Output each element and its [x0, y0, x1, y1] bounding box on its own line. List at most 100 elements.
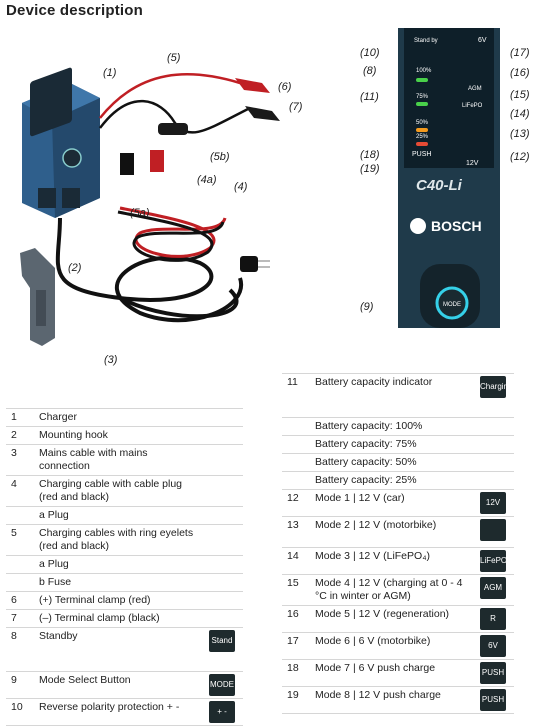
- row-number: 16: [282, 605, 311, 633]
- row-number: 13: [282, 516, 311, 548]
- charger-illustration: [22, 67, 100, 218]
- row-icon-cell: [205, 524, 243, 556]
- row-icon-cell: [476, 516, 514, 548]
- row-number: [282, 471, 311, 490]
- row-description: Battery capacity: 50%: [311, 453, 476, 472]
- ring-cable-black: [99, 99, 251, 134]
- row-number: [282, 453, 311, 472]
- callout-9: (9): [360, 301, 374, 313]
- fuse-illustration: [158, 123, 188, 135]
- callout-11: (11): [360, 91, 379, 103]
- panel-75-label: 75%: [416, 94, 429, 100]
- charging-cable-black: [117, 210, 225, 262]
- row-number: 19: [282, 686, 311, 714]
- row-icon-cell: [476, 435, 514, 454]
- row-description: Mains cable with mains connection: [35, 444, 205, 476]
- mains-plug: [240, 256, 258, 272]
- row-description: Mode 1 | 12 V (car): [311, 489, 476, 517]
- panel-agm-label: AGM: [468, 86, 482, 92]
- charging-cable-red: [119, 206, 227, 258]
- row-description: b Fuse: [35, 573, 205, 592]
- row-icon-cell: PUSH: [476, 659, 514, 687]
- row-icon-cell: LiFePO₄: [476, 547, 514, 575]
- table-row: Battery capacity: 75%: [282, 435, 514, 454]
- table-row: 7(–) Terminal clamp (black): [6, 609, 243, 628]
- row-number: 6: [6, 591, 35, 610]
- row-number: 8: [6, 627, 35, 672]
- row-icon-cell: [476, 417, 514, 436]
- callout-16: (16): [510, 67, 530, 79]
- row-description: Battery capacity indicator: [311, 373, 476, 418]
- row-number: [6, 506, 35, 525]
- table-row: Battery capacity: 25%: [282, 471, 514, 490]
- panel-standby-label: Stand by: [414, 38, 438, 44]
- ring-cable-red: [99, 73, 241, 119]
- row-description: Charger: [35, 408, 205, 427]
- mode-icon: [480, 519, 506, 541]
- row-icon-cell: [205, 475, 243, 507]
- row-icon-cell: MODE: [205, 671, 243, 699]
- panel-50-label: 50%: [416, 120, 429, 126]
- panel-12v-label: 12V: [466, 160, 479, 167]
- row-number: [282, 435, 311, 454]
- row-number: 7: [6, 609, 35, 628]
- row-description: (–) Terminal clamp (black): [35, 609, 205, 628]
- row-description: a Plug: [35, 555, 205, 574]
- control-panel-illustration: Stand by 6V AGM LiFePO 100% 75% 50% 25% …: [398, 28, 500, 328]
- row-description: Mode 2 | 12 V (motorbike): [311, 516, 476, 548]
- row-description: Standby: [35, 627, 205, 672]
- callout-7: (7): [289, 101, 303, 113]
- panel-mode-button-label: MODE: [443, 302, 461, 308]
- row-icon-cell: [205, 506, 243, 525]
- mode-icon: LiFePO₄: [480, 550, 510, 572]
- callout-15: (15): [510, 89, 530, 101]
- mode-icon: Stand by: [209, 630, 235, 667]
- panel-6v-label: 6V: [478, 37, 487, 44]
- callout-19: (19): [360, 163, 380, 175]
- mode-icon: PUSH: [480, 689, 506, 711]
- mode-icon: AGM: [480, 577, 506, 599]
- callout-13: (13): [510, 128, 530, 140]
- callout-5: (5): [167, 52, 181, 64]
- mode-icon: MODE: [209, 674, 235, 696]
- row-icon-cell: [205, 609, 243, 628]
- page-title: Device description: [6, 2, 143, 19]
- panel-product-logo: C40-Li: [416, 177, 463, 194]
- row-number: 11: [282, 373, 311, 418]
- row-icon-cell: AGM: [476, 574, 514, 606]
- row-description: Battery capacity: 100%: [311, 417, 476, 436]
- row-number: 18: [282, 659, 311, 687]
- callout-18: (18): [360, 149, 380, 161]
- row-number: [6, 573, 35, 592]
- row-number: 2: [6, 426, 35, 445]
- table-row: a Plug: [6, 555, 243, 574]
- row-icon-cell: 12V: [476, 489, 514, 517]
- row-description: (+) Terminal clamp (red): [35, 591, 205, 610]
- row-icon-cell: [205, 591, 243, 610]
- row-icon-cell: 6V: [476, 632, 514, 660]
- row-number: 10: [6, 698, 35, 726]
- callout-12: (12): [510, 151, 530, 163]
- row-icon-cell: [476, 453, 514, 472]
- panel-25-label: 25%: [416, 134, 429, 140]
- row-icon-cell: R: [476, 605, 514, 633]
- table-row: 6(+) Terminal clamp (red): [6, 591, 243, 610]
- row-description: Mode 6 | 6 V (motorbike): [311, 632, 476, 660]
- row-description: a Plug: [35, 506, 205, 525]
- row-description: Mode 8 | 12 V push charge: [311, 686, 476, 714]
- panel-100-label: 100%: [416, 68, 432, 74]
- plug-5a: [120, 153, 134, 175]
- table-row: b Fuse: [6, 573, 243, 592]
- callout-1: (1): [103, 67, 117, 79]
- callout-3: (3): [104, 354, 118, 366]
